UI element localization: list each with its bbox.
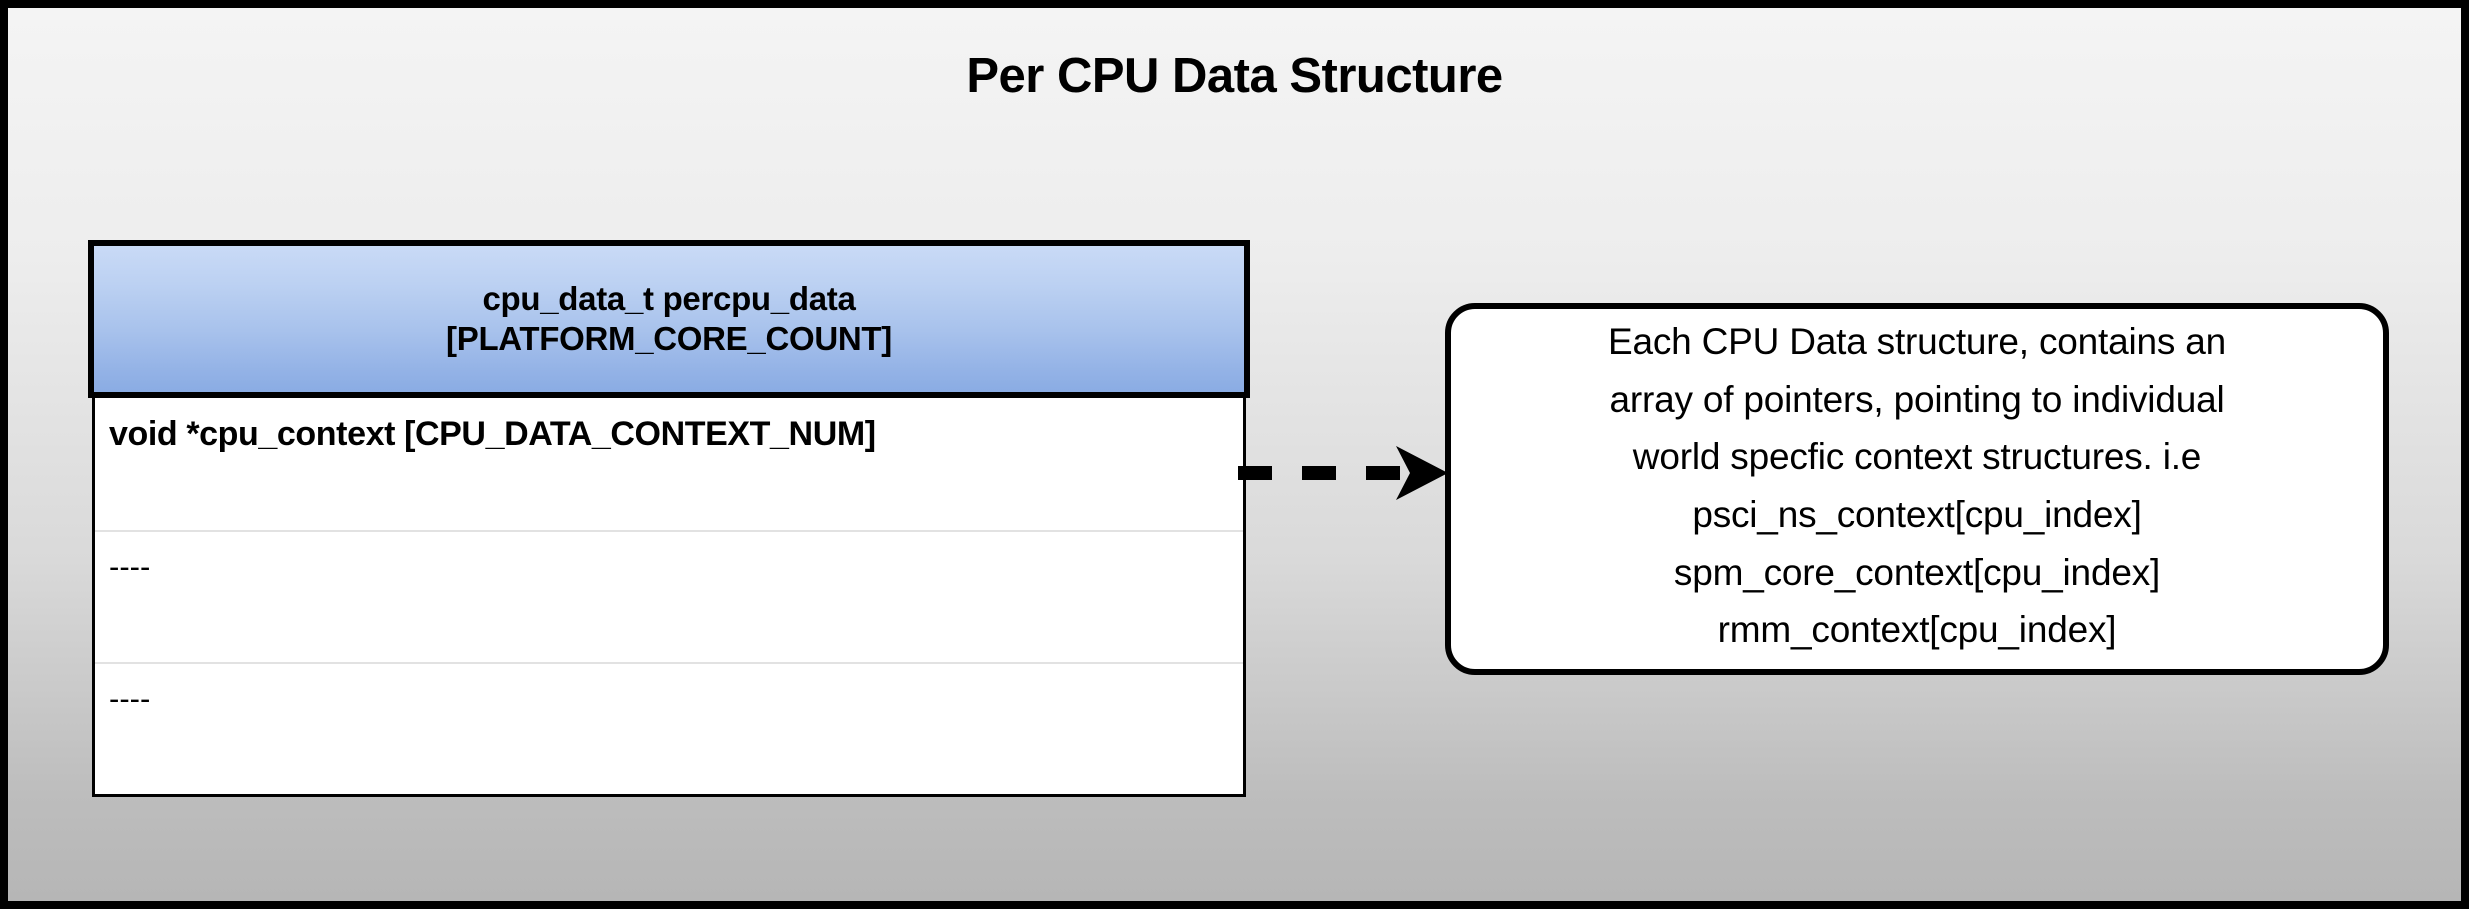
page-title: Per CPU Data Structure — [966, 49, 1503, 103]
class-box: cpu_data_t percpu_data [PLATFORM_CORE_CO… — [88, 240, 1250, 797]
class-array-size-label: [PLATFORM_CORE_COUNT] — [446, 320, 892, 357]
note-line: world specfic context structures. i.e — [1632, 436, 2202, 478]
class-box-body: void *cpu_context [CPU_DATA_CONTEXT_NUM]… — [92, 398, 1246, 797]
dashed-arrow-right-icon — [1238, 446, 1448, 500]
note-line: psci_ns_context[cpu_index] — [1692, 494, 2142, 535]
class-field-row: ---- — [95, 530, 1243, 662]
class-field-row: void *cpu_context [CPU_DATA_CONTEXT_NUM] — [95, 398, 1243, 530]
note-line: Each CPU Data structure, contains an — [1608, 320, 2226, 362]
class-name-label: cpu_data_t percpu_data — [482, 279, 856, 317]
class-field-label: ---- — [109, 549, 151, 584]
class-field-label: ---- — [109, 681, 151, 716]
note-line: spm_core_context[cpu_index] — [1673, 551, 2161, 593]
class-box-header: cpu_data_t percpu_data [PLATFORM_CORE_CO… — [88, 240, 1250, 398]
note-callout-box: Each CPU Data structure, contains an arr… — [1445, 303, 2389, 675]
note-line: array of pointers, pointing to individua… — [1609, 378, 2225, 420]
connector — [1230, 428, 1450, 520]
class-field-row: ---- — [95, 662, 1243, 794]
class-field-label: void *cpu_context [CPU_DATA_CONTEXT_NUM] — [109, 415, 876, 453]
note-line: rmm_context[cpu_index] — [1717, 609, 2117, 651]
